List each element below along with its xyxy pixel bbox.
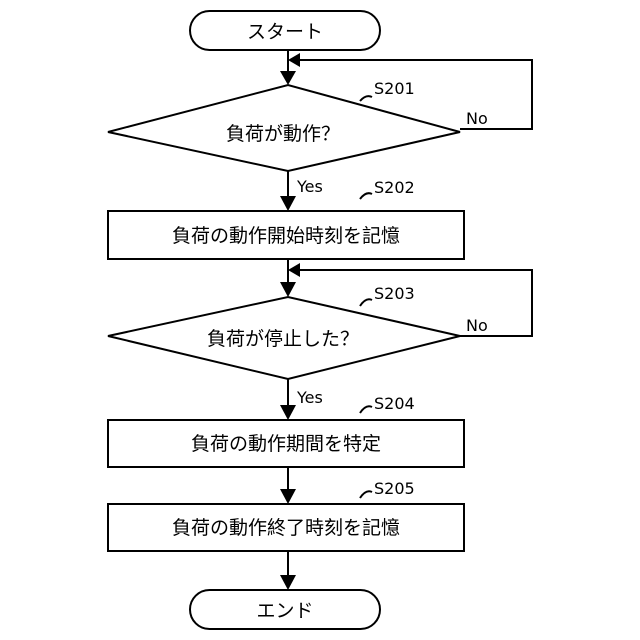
process-s205-text: 負荷の動作終了時刻を記憶: [172, 517, 400, 539]
step-id-s201: S201: [374, 79, 415, 98]
step-id-s202: S202: [374, 178, 415, 197]
step-id-leader: [360, 406, 372, 413]
step-id-leader: [360, 193, 372, 199]
arrowhead: [288, 53, 300, 67]
arrowhead: [280, 71, 296, 85]
step-id-leader: [360, 96, 372, 101]
yes-label-s203: Yes: [296, 388, 323, 407]
decision-s201-text: 負荷が動作？: [226, 123, 340, 145]
step-id-leader: [360, 299, 372, 306]
process-s202-text: 負荷の動作開始時刻を記憶: [172, 225, 400, 247]
end-label: エンド: [256, 600, 313, 622]
arrowhead: [280, 489, 296, 504]
decision-s203-text: 負荷が停止した？: [207, 328, 359, 350]
arrowhead: [280, 575, 296, 590]
step-id-s203: S203: [374, 284, 415, 303]
process-s204-text: 負荷の動作期間を特定: [191, 433, 381, 455]
arrowhead: [280, 405, 296, 420]
arrowhead: [280, 196, 296, 211]
step-id-s204: S204: [374, 394, 415, 413]
no-label-s201: No: [466, 109, 488, 128]
arrowhead: [280, 282, 296, 297]
start-label: スタート: [247, 21, 323, 43]
yes-label-s201: Yes: [296, 177, 323, 196]
step-id-s205: S205: [374, 479, 415, 498]
no-label-s203: No: [466, 316, 488, 335]
arrowhead: [288, 263, 300, 277]
step-id-leader: [360, 491, 372, 498]
